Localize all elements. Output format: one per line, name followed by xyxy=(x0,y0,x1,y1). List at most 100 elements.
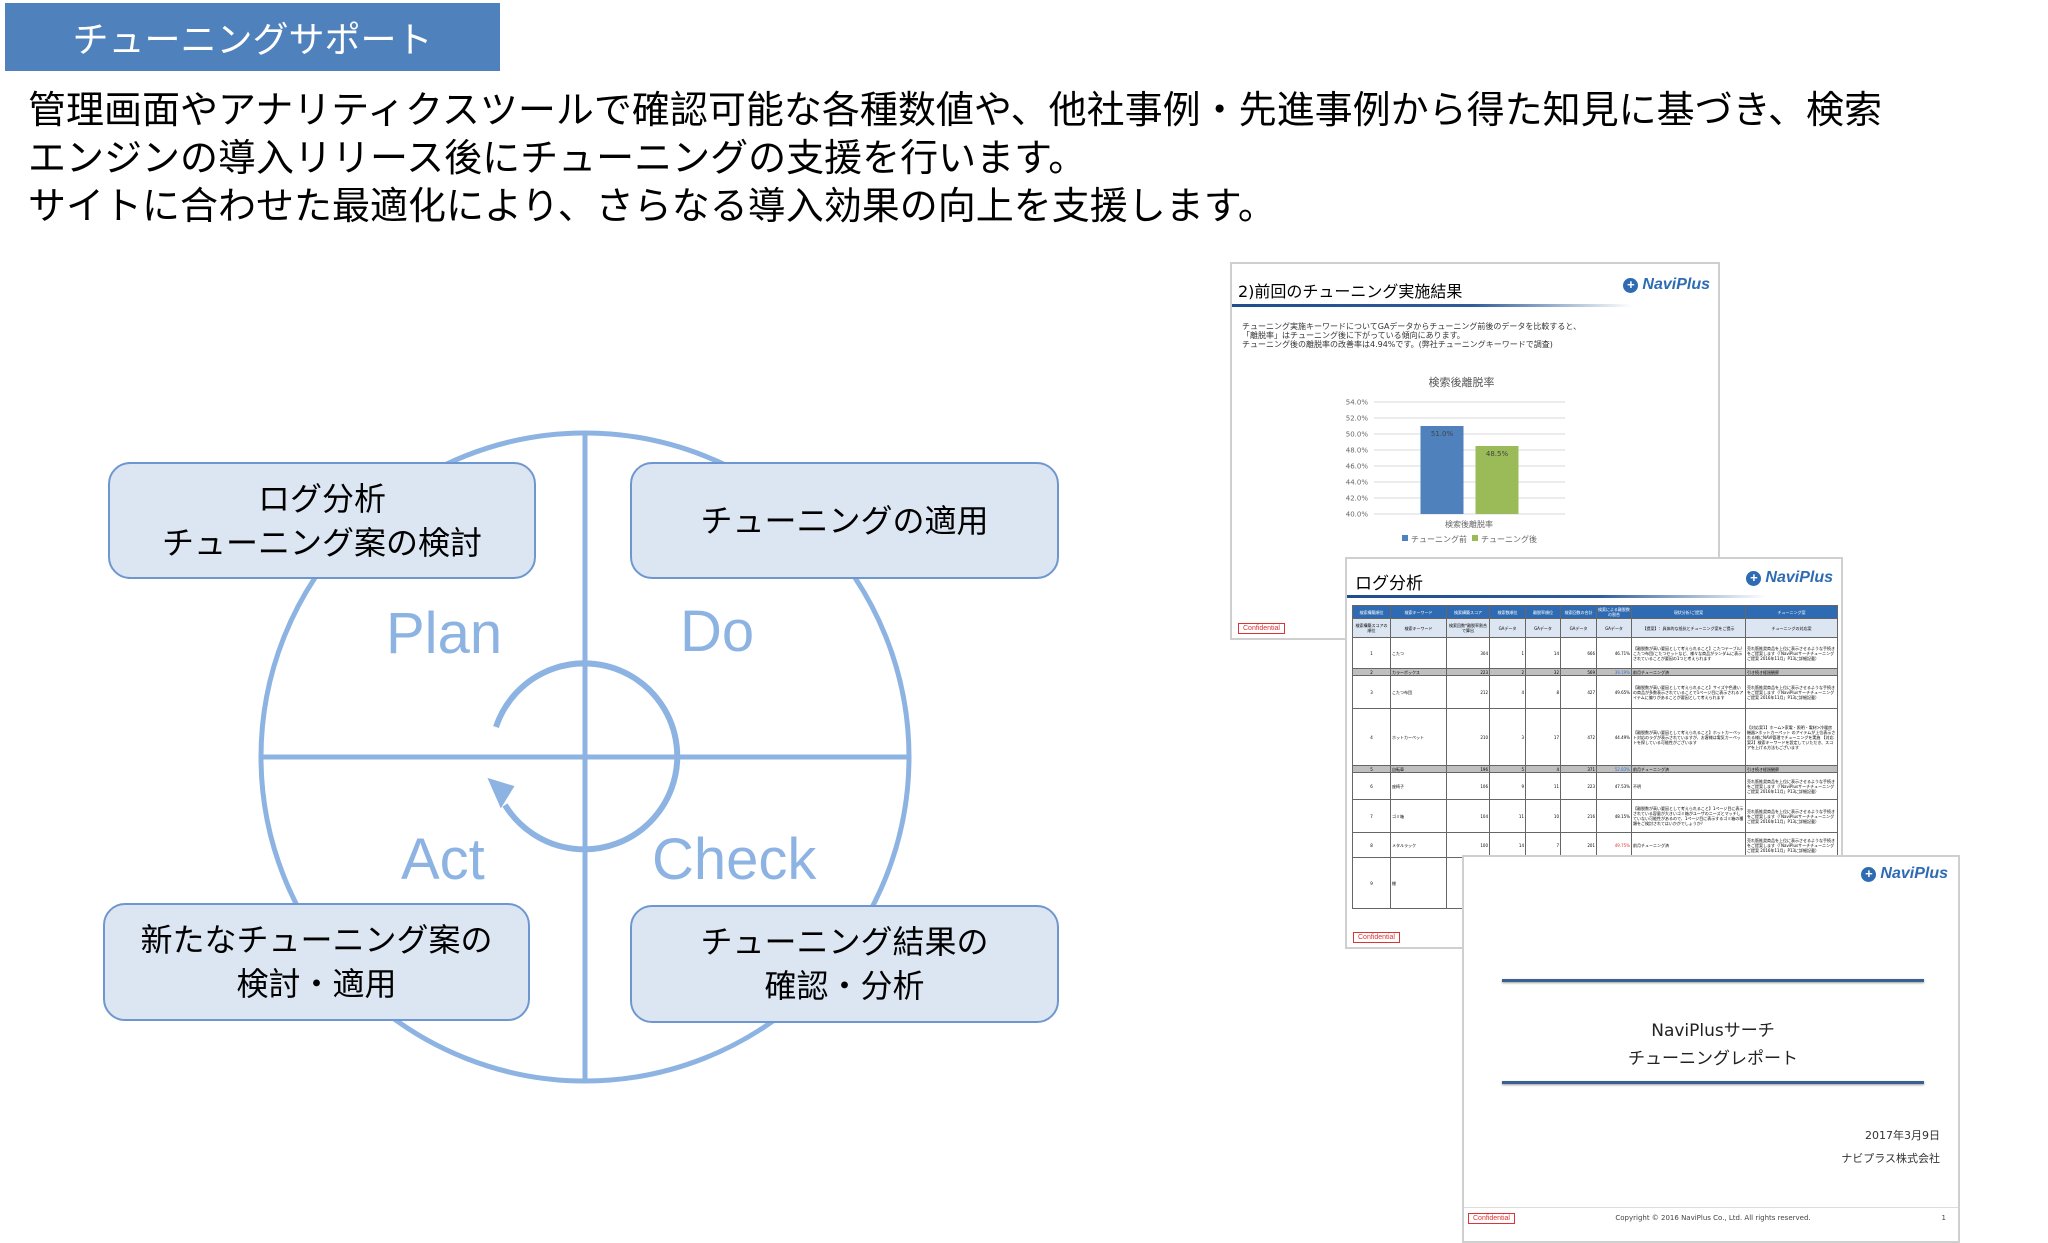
confidential-label: Confidential xyxy=(1468,1213,1515,1224)
table-cell: 106 xyxy=(1446,772,1490,800)
y-tick-label: 48.0% xyxy=(1346,447,1369,455)
table-cell: 212 xyxy=(1446,675,1490,709)
table-cell: 4 xyxy=(1489,675,1526,709)
slide-body-text: チューニング実施キーワードについてGAデータからチューニング前後のデータを比較す… xyxy=(1242,322,1581,349)
legend-label: チューニング後 xyxy=(1481,534,1537,544)
table-subheader-cell: GAデータ xyxy=(1525,618,1561,638)
table-cell: 371 xyxy=(1560,765,1597,773)
section-title: チューニングサポート xyxy=(72,20,433,61)
table-cell: メタルラック xyxy=(1390,832,1447,858)
cycle-arrowhead-icon xyxy=(487,777,515,809)
y-tick-label: 52.0% xyxy=(1346,415,1369,423)
confidential-label: Confidential xyxy=(1238,623,1285,634)
table-cell: 46.71% xyxy=(1596,637,1632,669)
table-cell: 1 xyxy=(1489,637,1526,669)
slide-log-analysis: ログ分析 NaviPlus 検索構築順位検索キーワード検索構築スコア検索数順位離… xyxy=(1345,557,1843,949)
table-cell: 427 xyxy=(1560,675,1597,709)
table-cell: 売れ筋推奨商品を上位に表示させるような手続きをご提案します（「NaviPlusサ… xyxy=(1745,832,1838,858)
table-cell: こたつ xyxy=(1390,637,1447,669)
table-cell: 2 xyxy=(1352,668,1391,676)
table-subheader-cell: GAデータ xyxy=(1596,618,1632,638)
do-box-line: チューニングの適用 xyxy=(700,501,989,540)
table-cell: 前月チューニング済 xyxy=(1631,832,1746,858)
table-header-cell: 検索による離脱数の割合 xyxy=(1596,605,1632,619)
table-cell: 前月チューニング済 xyxy=(1631,668,1746,676)
table-subheader-cell: チューニングの対応案 xyxy=(1745,618,1838,638)
y-tick-label: 54.0% xyxy=(1346,399,1369,407)
table-cell: 196 xyxy=(1446,765,1490,773)
bounce-rate-chart: 検索後離脱率40.0%42.0%44.0%46.0%48.0%50.0%52.0… xyxy=(1346,375,1565,544)
cover-company: ナビプラス株式会社 xyxy=(1841,1152,1940,1165)
table-cell: 223 xyxy=(1446,668,1490,676)
table-header-cell: チューニング案 xyxy=(1745,605,1838,619)
bar-before xyxy=(1420,426,1464,514)
bar-data-label: 48.5% xyxy=(1486,450,1509,458)
table-cell: 3 xyxy=(1352,675,1391,709)
page-number: 1 xyxy=(1941,1214,1946,1222)
legend-swatch xyxy=(1402,535,1408,541)
table-cell: 座椅子 xyxy=(1390,772,1447,800)
act-box: 新たなチューニング案の 検討・適用 xyxy=(103,903,530,1021)
table-cell: 304 xyxy=(1446,637,1490,669)
table-cell: 前月チューニング済 xyxy=(1631,765,1746,773)
cycle-arrow-arc xyxy=(493,660,681,853)
naviplus-logo: NaviPlus xyxy=(1623,276,1710,294)
y-tick-label: 40.0% xyxy=(1346,511,1369,519)
intro-line: エンジンの導入リリース後にチューニングの支援を行います。 xyxy=(28,136,1087,180)
table-cell: 44.49% xyxy=(1596,708,1632,766)
table-cell: 569 xyxy=(1560,668,1597,676)
table-header-cell: 検索構築順位 xyxy=(1352,605,1391,619)
intro-text: 管理画面やアナリティクスツールで確認可能な各種数値や、他社事例・先進事例から得た… xyxy=(28,86,2038,230)
check-box-line: 確認・分析 xyxy=(764,967,925,1005)
slide-title: ログ分析 xyxy=(1355,574,1423,594)
slide-report-cover: NaviPlus NaviPlusサーチ チューニングレポート 2017年3月9… xyxy=(1462,855,1960,1243)
act-box-line: 新たなチューニング案の xyxy=(140,921,493,959)
body-line: チューニング後の離脱率の改善率は4.94%です。(弊社チューニングキーワードで調… xyxy=(1242,340,1553,349)
cover-title: NaviPlusサーチ チューニングレポート xyxy=(1464,1017,1958,1073)
table-cell: 売れ筋推奨商品を上位に表示させるような手続きをご提案します（「NaviPlusサ… xyxy=(1745,799,1838,833)
plan-box: ログ分析 チューニング案の検討 xyxy=(108,462,536,579)
table-cell: 9 xyxy=(1489,772,1526,800)
table-cell: 1 xyxy=(1352,637,1391,669)
table-cell: 47.53% xyxy=(1596,772,1632,800)
label-act: Act xyxy=(401,827,485,892)
table-cell: 【離脱数が高い要因として考えられること】サイズや色違いの商品が多数表示されている… xyxy=(1631,675,1746,709)
plan-box-line: ログ分析 xyxy=(257,479,386,518)
cover-date: 2017年3月9日 xyxy=(1865,1129,1940,1142)
table-cell: 7 xyxy=(1352,799,1391,833)
table-cell: 48.15% xyxy=(1596,799,1632,833)
table-cell: 【離脱数が高い要因として考えられること】こたつテーブル/こたつ布団/こたつセット… xyxy=(1631,637,1746,669)
top-rule xyxy=(1502,979,1924,982)
table-cell: 【離脱数が高い要因として考えられること】1ページ目に表示されている容量が大きいゴ… xyxy=(1631,799,1746,833)
label-do: Do xyxy=(680,599,755,664)
logo-text: NaviPlus xyxy=(1765,569,1833,586)
do-box: チューニングの適用 xyxy=(630,462,1059,579)
table-subheader-cell: 【提案】：具体的な抵抗とチューニング案をご提示 xyxy=(1631,618,1746,638)
table-cell: 8 xyxy=(1352,832,1391,858)
table-cell: 5 xyxy=(1352,765,1391,773)
logo-text: NaviPlus xyxy=(1642,276,1710,293)
body-line: チューニング実施キーワードについてGAデータからチューニング前後のデータを比較す… xyxy=(1242,322,1582,331)
label-plan: Plan xyxy=(386,601,503,666)
table-cell: 210 xyxy=(1446,708,1490,766)
table-cell: 7 xyxy=(1525,832,1561,858)
title-underline xyxy=(1347,595,1767,598)
table-cell: 売れ筋推奨商品を上位に表示させるような手続きをご提案します（「NaviPlusサ… xyxy=(1745,772,1838,800)
y-tick-label: 46.0% xyxy=(1346,463,1369,471)
table-cell: 14 xyxy=(1525,637,1561,669)
table-cell: 自転車 xyxy=(1390,765,1447,773)
bottom-rule xyxy=(1502,1081,1924,1084)
confidential-label: Confidential xyxy=(1353,932,1400,943)
table-cell: 201 xyxy=(1560,832,1597,858)
table-cell: 17 xyxy=(1525,708,1561,766)
table-subheader-cell: GAデータ xyxy=(1560,618,1597,638)
section-title-banner: チューニングサポート xyxy=(5,3,500,71)
footer-divider xyxy=(1464,1207,1958,1208)
y-tick-label: 44.0% xyxy=(1346,479,1369,487)
table-header-cell: 離脱率順位 xyxy=(1525,605,1561,619)
